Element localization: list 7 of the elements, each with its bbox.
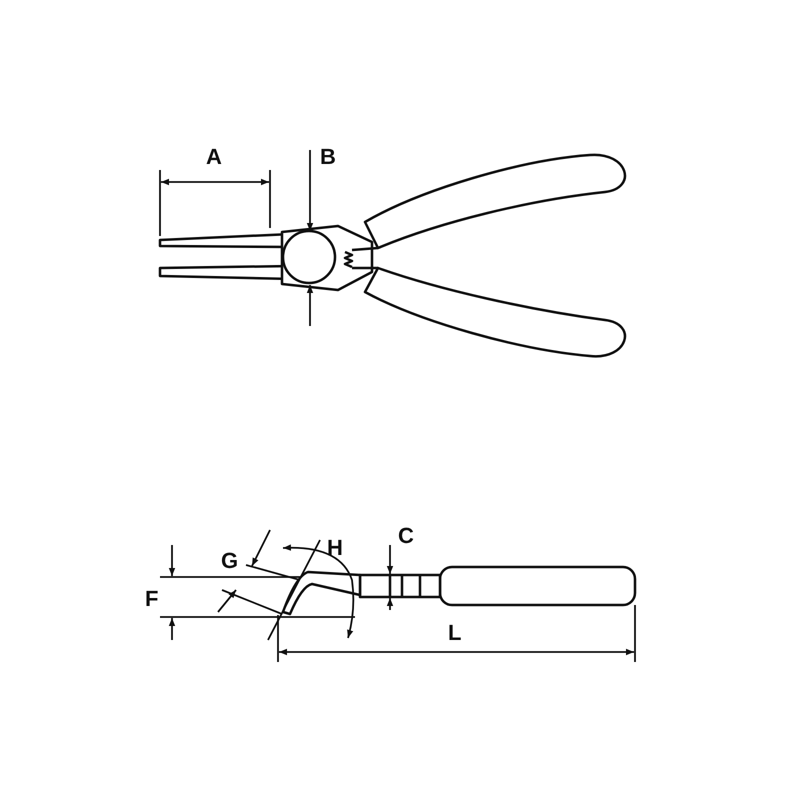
dimension-label: G bbox=[221, 550, 238, 572]
dimension-label: A bbox=[206, 146, 222, 168]
dimension-label: L bbox=[448, 622, 462, 644]
dimension-label: B bbox=[320, 146, 336, 168]
dimension-label: F bbox=[145, 588, 158, 610]
dimension-label: H bbox=[327, 537, 343, 559]
dimension-label: C bbox=[398, 525, 414, 547]
